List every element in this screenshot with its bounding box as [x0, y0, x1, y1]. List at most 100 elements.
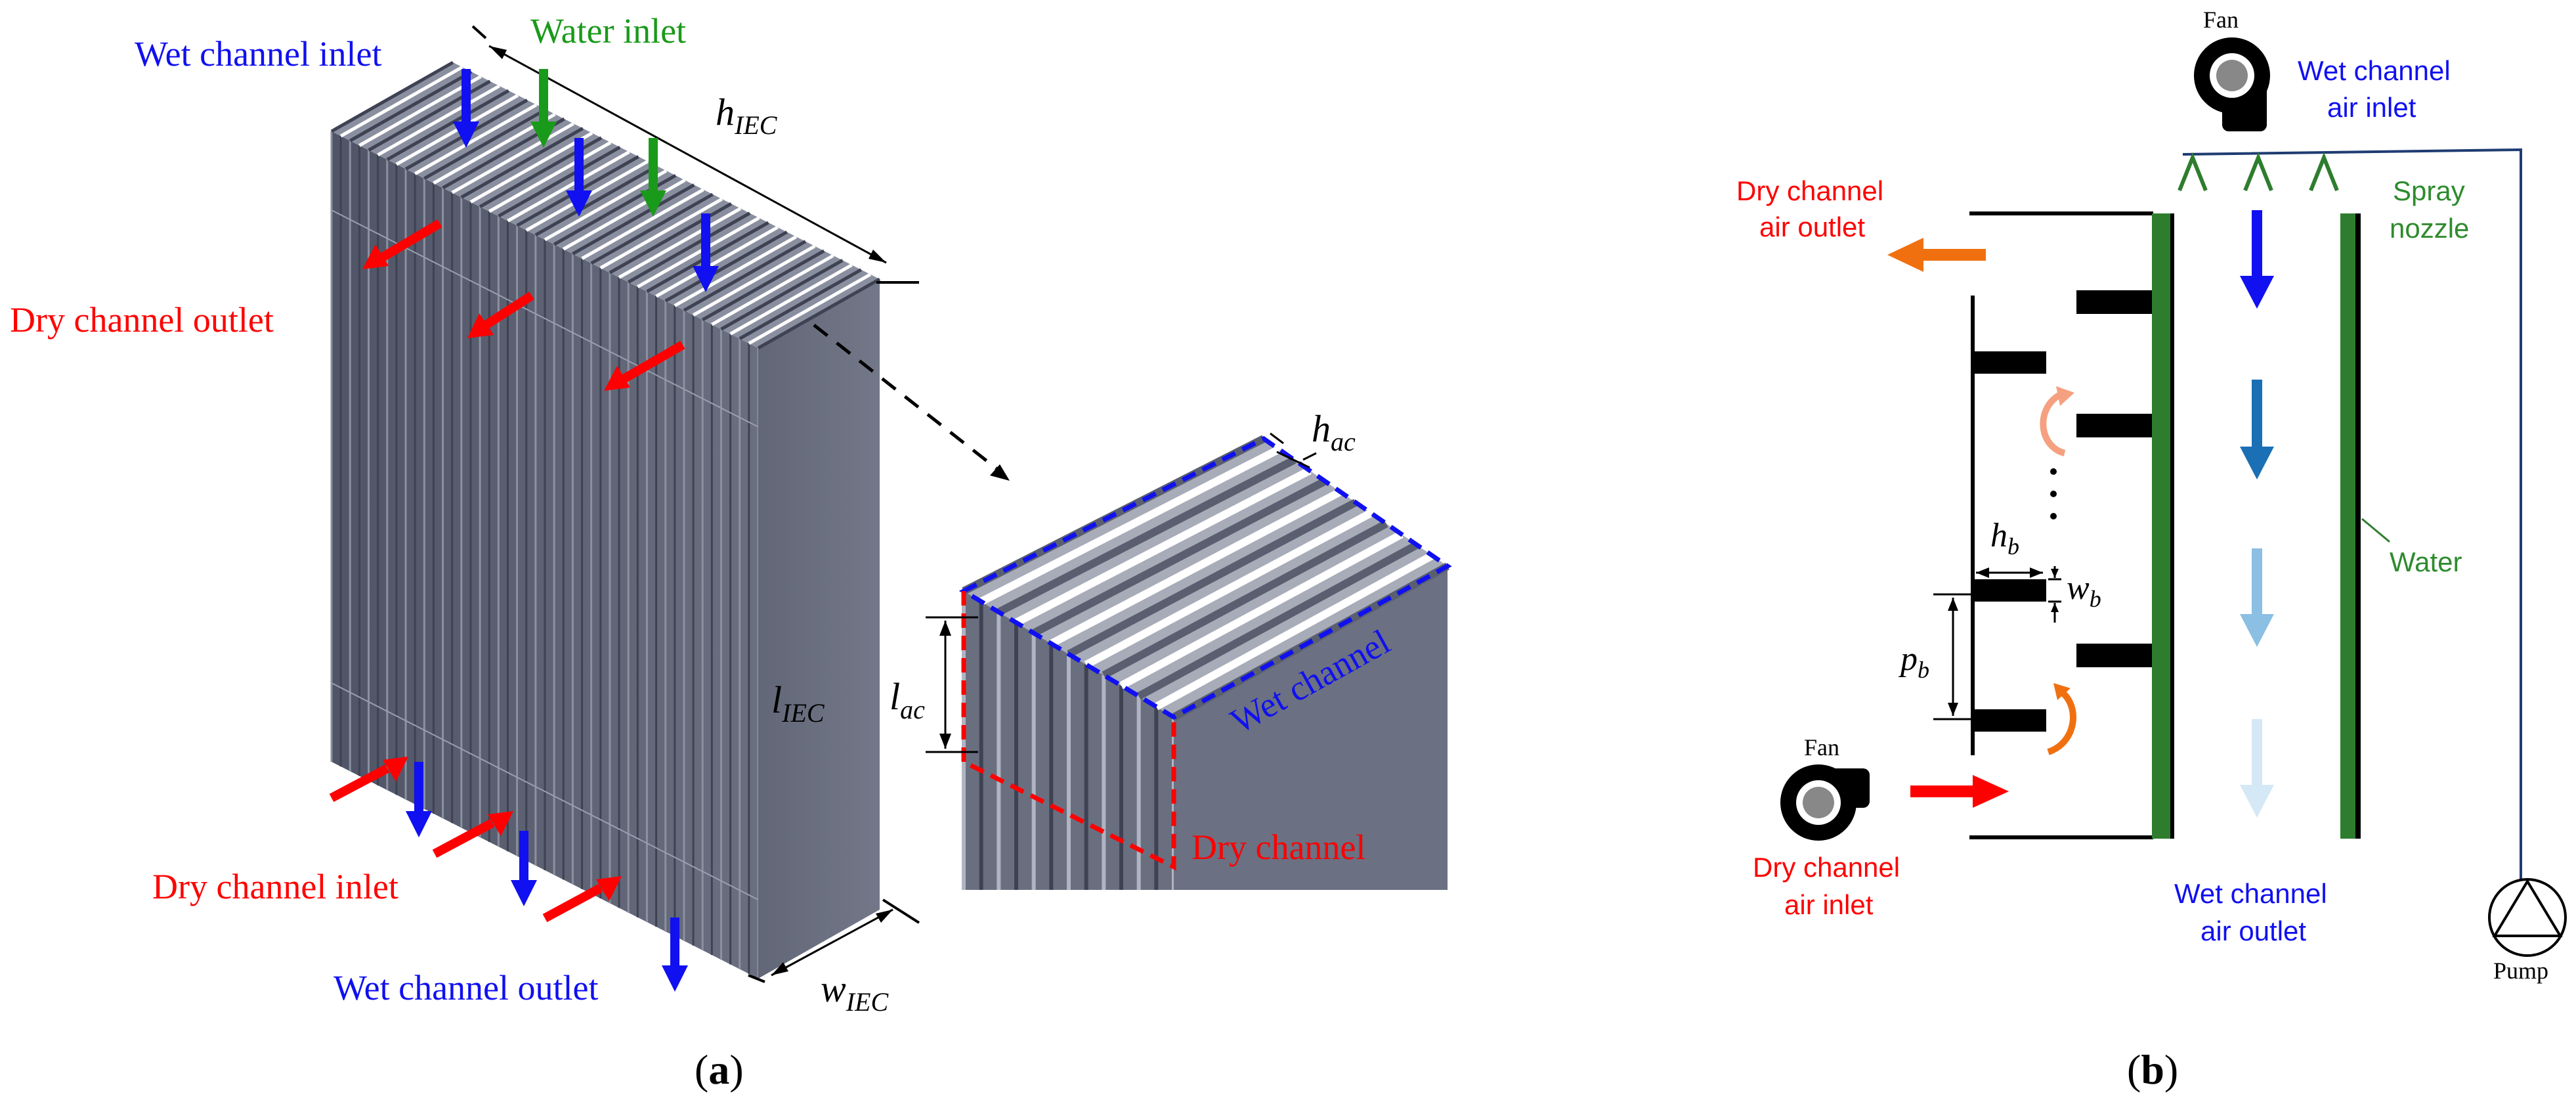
blue-arrow: [566, 138, 592, 217]
top-arrows: [453, 69, 719, 292]
top-stripe: [590, 192, 714, 265]
fin-seam: [331, 682, 759, 900]
dim-p-b-label: pb: [1898, 640, 1929, 683]
blue-arrow: [406, 762, 432, 837]
blue-arrow: [511, 831, 537, 906]
baffle: [1973, 351, 2046, 374]
top-stripe: [330, 60, 454, 133]
top-stripe: [720, 259, 844, 331]
label-wet-channel-air-outlet-1: Wet channel: [2174, 878, 2327, 909]
dim-h-iec-label: hIEC: [716, 91, 778, 140]
wall-edge: [2355, 213, 2361, 839]
panel-b: Fan Wet channel air inlet Spray nozzle: [1736, 7, 2567, 1093]
zoom-top-stripe: [1084, 509, 1373, 669]
wet-flow-arrows: [2240, 210, 2274, 818]
caption-a: (a): [695, 1046, 744, 1093]
top-stripe: [339, 65, 463, 138]
zoom-top-stripe: [1119, 531, 1404, 690]
top-stripe: [748, 273, 872, 345]
green-arrow: [640, 138, 666, 217]
dim-l-iec-label: lIEC: [771, 678, 825, 728]
top-stripe: [507, 150, 630, 223]
top-stripe: [599, 197, 723, 270]
top-stripe: [637, 216, 760, 288]
red-arrow: [432, 811, 513, 858]
dim-w-b-label: wb: [2067, 569, 2101, 612]
label-dry-channel: Dry channel: [1191, 828, 1365, 867]
label-dry-channel-air-outlet-1: Dry channel: [1736, 175, 1883, 206]
blue-arrow: [662, 917, 688, 992]
curved-arrow-icon: [2040, 386, 2074, 456]
blue-arrow: [2240, 380, 2274, 479]
fan-bottom-icon: [1780, 764, 1870, 841]
orange-arrow: [1887, 238, 1986, 272]
top-stripe: [498, 145, 621, 218]
label-wet-channel-inlet: Wet channel inlet: [135, 34, 382, 74]
top-stripe: [581, 188, 704, 260]
zoom-top-stripe: [1049, 488, 1342, 648]
iec-fins: [330, 131, 760, 979]
dim-h-ac-label: hac: [1312, 407, 1356, 456]
blue-arrow: [2240, 719, 2274, 818]
top-stripe: [729, 263, 853, 336]
top-stripe: [544, 169, 668, 242]
baffle: [1973, 579, 2046, 602]
spray-nozzle-icon: [2178, 152, 2339, 192]
zoom-block: [958, 435, 1452, 890]
label-water: Water: [2390, 546, 2462, 577]
fan-top-icon: [2194, 37, 2270, 131]
top-stripe: [460, 127, 584, 199]
label-wet-channel-outlet: Wet channel outlet: [333, 968, 599, 1007]
blue-arrow: [693, 213, 719, 292]
wet-channel-wall-left: [2152, 213, 2173, 839]
zoom-top-stripe: [1031, 477, 1327, 637]
green-arrow: [530, 69, 557, 148]
top-stripe: [572, 183, 695, 255]
label-wet-channel-air-outlet-2: air outlet: [2200, 916, 2306, 946]
zoom-top-stripe: [1014, 467, 1312, 627]
red-arrow: [604, 340, 685, 391]
caption-b: (b): [2127, 1046, 2178, 1093]
top-stripe: [701, 249, 825, 322]
red-arrow: [467, 292, 534, 338]
zoom-side-face: [1174, 566, 1448, 890]
zoom-fins: [962, 591, 1176, 890]
blue-arrow: [2240, 210, 2274, 309]
top-stripe: [349, 70, 473, 143]
zoom-top-stripe: [1102, 520, 1388, 679]
wet-channel-outline: [958, 435, 1452, 720]
baffle: [2076, 290, 2152, 314]
dim-p-b: pb: [1898, 593, 1975, 720]
top-stripe: [618, 207, 742, 279]
water-pointer: [2361, 518, 2390, 543]
dim-h-iec: hIEC: [471, 25, 919, 284]
label-dry-channel-outlet: Dry channel outlet: [10, 300, 274, 340]
baffle: [2076, 414, 2152, 437]
label-pump: Pump: [2493, 958, 2548, 984]
top-stripe: [377, 84, 500, 157]
dim-l-ac-label: lac: [890, 675, 925, 724]
top-stripe: [711, 254, 834, 326]
iec-block: [330, 60, 881, 979]
dim-h-b-label: hb: [1990, 517, 2019, 560]
dim-h-b: hb: [1976, 517, 2043, 578]
dim-l-iec: lIEC: [771, 678, 825, 728]
label-dry-channel-inlet: Dry channel inlet: [152, 867, 398, 906]
zoom-top-stripe: [1154, 552, 1434, 711]
top-stripe: [627, 211, 751, 284]
top-stripe: [414, 103, 538, 175]
top-stripe: [609, 202, 733, 275]
red-arrow: [1910, 775, 2009, 808]
zoom-top-stripe: [1136, 541, 1419, 700]
label-dry-channel-air-inlet-1: Dry channel: [1753, 852, 1900, 883]
label-dry-channel-air-outlet-2: air outlet: [1759, 211, 1865, 242]
blue-arrow: [2240, 548, 2274, 647]
red-arrow: [542, 876, 622, 923]
dry-channel-outline: [961, 591, 1176, 871]
dry-outlet-arrows: [362, 219, 685, 391]
dim-l-ac: lac: [890, 616, 978, 753]
wet-channel-wall-right: [2340, 213, 2356, 839]
curved-arrow-icon: [2047, 683, 2076, 755]
baffle: [1973, 709, 2046, 732]
label-wet-channel-air-inlet-1: Wet channel: [2298, 55, 2451, 86]
